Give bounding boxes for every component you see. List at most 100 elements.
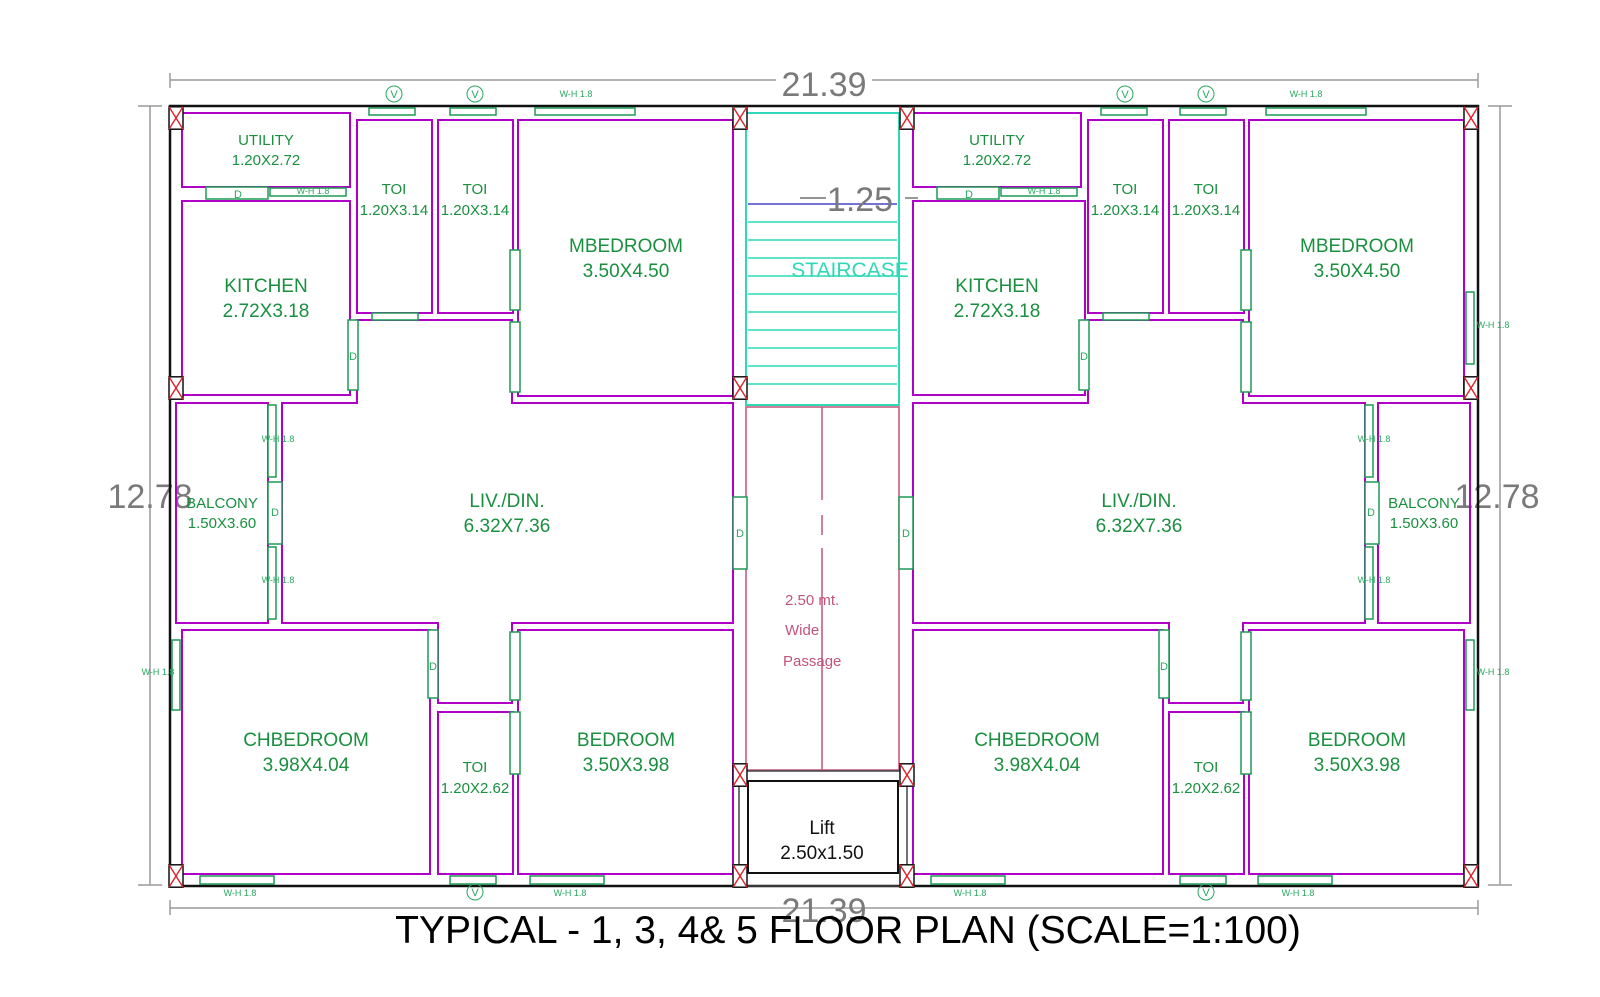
chbedroom-size: 3.98X4.04 [263, 755, 350, 776]
column-marker [168, 864, 184, 888]
plan-title: TYPICAL - 1, 3, 4& 5 FLOOR PLAN (SCALE=1… [395, 909, 1301, 952]
kitchen-name: KITCHEN [955, 276, 1038, 297]
doors [347, 249, 1252, 775]
lift-size: 2.50x1.50 [780, 843, 863, 864]
window-tag: W-H 1.8 [1358, 434, 1391, 444]
column-marker [1463, 106, 1479, 130]
bedroom-size: 3.50X3.98 [1314, 755, 1401, 776]
ventilator-tag: V [1202, 89, 1210, 101]
mbedroom-name: MBEDROOM [1300, 236, 1414, 257]
toi-name: TOI [1194, 759, 1219, 776]
windows [171, 107, 1475, 885]
column-marker [168, 376, 184, 400]
column-marker [732, 106, 748, 130]
column-marker [732, 864, 748, 888]
toi-name: TOI [1113, 181, 1138, 198]
overall-width-label: 21.39 [781, 66, 866, 104]
flat-left-labels: UTILITY 1.20X2.72 TOI 1.20X3.14 TOI 1.20… [186, 132, 683, 797]
passage-line-2: Wide [785, 622, 819, 639]
door-tag: D [1160, 661, 1168, 673]
building-outline [168, 104, 1480, 888]
mbedroom-name: MBEDROOM [569, 236, 683, 257]
window-tag: W-H 1.8 [1028, 186, 1061, 196]
ventilator-circle [1197, 883, 1215, 901]
column-marker [899, 864, 915, 888]
utility-name: UTILITY [969, 132, 1025, 149]
column-marker [899, 763, 915, 787]
bedroom-name: BEDROOM [1308, 730, 1406, 751]
ventilator-circle [1197, 85, 1215, 103]
livdin-name: LIV./DIN. [1101, 491, 1176, 512]
balcony-size: 1.50X3.60 [1390, 515, 1458, 532]
column-marker [1463, 864, 1479, 888]
window-tag: W-H 1.8 [1282, 888, 1315, 898]
door-tag: D [965, 189, 973, 201]
lift [738, 770, 908, 887]
balcony-name: BALCONY [186, 495, 258, 512]
staircase [745, 112, 918, 406]
bedroom-size: 3.50X3.98 [583, 755, 670, 776]
flat-right-labels: UTILITY 1.20X2.72 TOI 1.20X3.14 TOI 1.20… [954, 132, 1460, 797]
window-tag: W-H 1.8 [1477, 667, 1510, 677]
window-tag: W-H 1.8 [554, 888, 587, 898]
ventilator-circle [466, 883, 484, 901]
chbedroom-name: CHBEDROOM [243, 730, 369, 751]
kitchen-name: KITCHEN [224, 276, 307, 297]
kitchen-size: 2.72X3.18 [954, 301, 1041, 322]
ventilator-circle [1116, 85, 1134, 103]
ventilator-tag: V [1121, 89, 1129, 101]
kitchen-size: 2.72X3.18 [223, 301, 310, 322]
door-tag: D [349, 351, 357, 363]
toi-size: 1.20X2.62 [441, 780, 509, 797]
window-tag: W-H 1.8 [224, 888, 257, 898]
door-tag: D [902, 528, 910, 540]
lift-name: Lift [809, 818, 835, 839]
window-tag: W-H 1.8 [954, 888, 987, 898]
utility-size: 1.20X2.72 [963, 152, 1031, 169]
door-tag: D [234, 189, 242, 201]
livdin-size: 6.32X7.36 [1096, 516, 1183, 537]
stair-width-label: 1.25 [827, 181, 893, 219]
toi-name: TOI [1194, 181, 1219, 198]
structural-columns [168, 106, 1479, 888]
door-tag: D [429, 661, 437, 673]
column-marker [732, 376, 748, 400]
toi-size: 1.20X3.14 [1172, 202, 1240, 219]
overall-depth-right-label: 12.78 [1454, 478, 1539, 516]
overall-width-bottom-label: 21.39 [781, 892, 866, 930]
passage [745, 406, 900, 771]
toi-size: 1.20X3.14 [1091, 202, 1159, 219]
balcony-name: BALCONY [1388, 495, 1460, 512]
bedroom-name: BEDROOM [577, 730, 675, 751]
door-tag: D [1080, 351, 1088, 363]
column-marker [732, 763, 748, 787]
balcony-size: 1.50X3.60 [188, 515, 256, 532]
door-tag: D [736, 528, 744, 540]
window-tag: W-H 1.8 [297, 186, 330, 196]
mbedroom-size: 3.50X4.50 [583, 261, 670, 282]
toi-size: 1.20X3.14 [360, 202, 428, 219]
mbedroom-size: 3.50X4.50 [1314, 261, 1401, 282]
door-tag: D [1367, 507, 1375, 519]
window-tag: W-H 1.8 [1358, 575, 1391, 585]
toi-name: TOI [382, 181, 407, 198]
dimension-lines [138, 73, 1512, 915]
livdin-name: LIV./DIN. [469, 491, 544, 512]
door-tag: D [271, 507, 279, 519]
ventilator-tag: V [1202, 887, 1210, 899]
toi-name: TOI [463, 759, 488, 776]
window-tag: W-H 1.8 [1290, 89, 1323, 99]
column-marker [168, 106, 184, 130]
window-tag: W-H 1.8 [142, 667, 175, 677]
staircase-label: STAIRCASE [791, 259, 908, 282]
ventilator-tag: V [390, 89, 398, 101]
toi-size: 1.20X3.14 [441, 202, 509, 219]
window-tag: W-H 1.8 [1477, 320, 1510, 330]
window-tag: W-H 1.8 [560, 89, 593, 99]
toi-name: TOI [463, 181, 488, 198]
chbedroom-name: CHBEDROOM [974, 730, 1100, 751]
ventilator-tag: V [471, 887, 479, 899]
